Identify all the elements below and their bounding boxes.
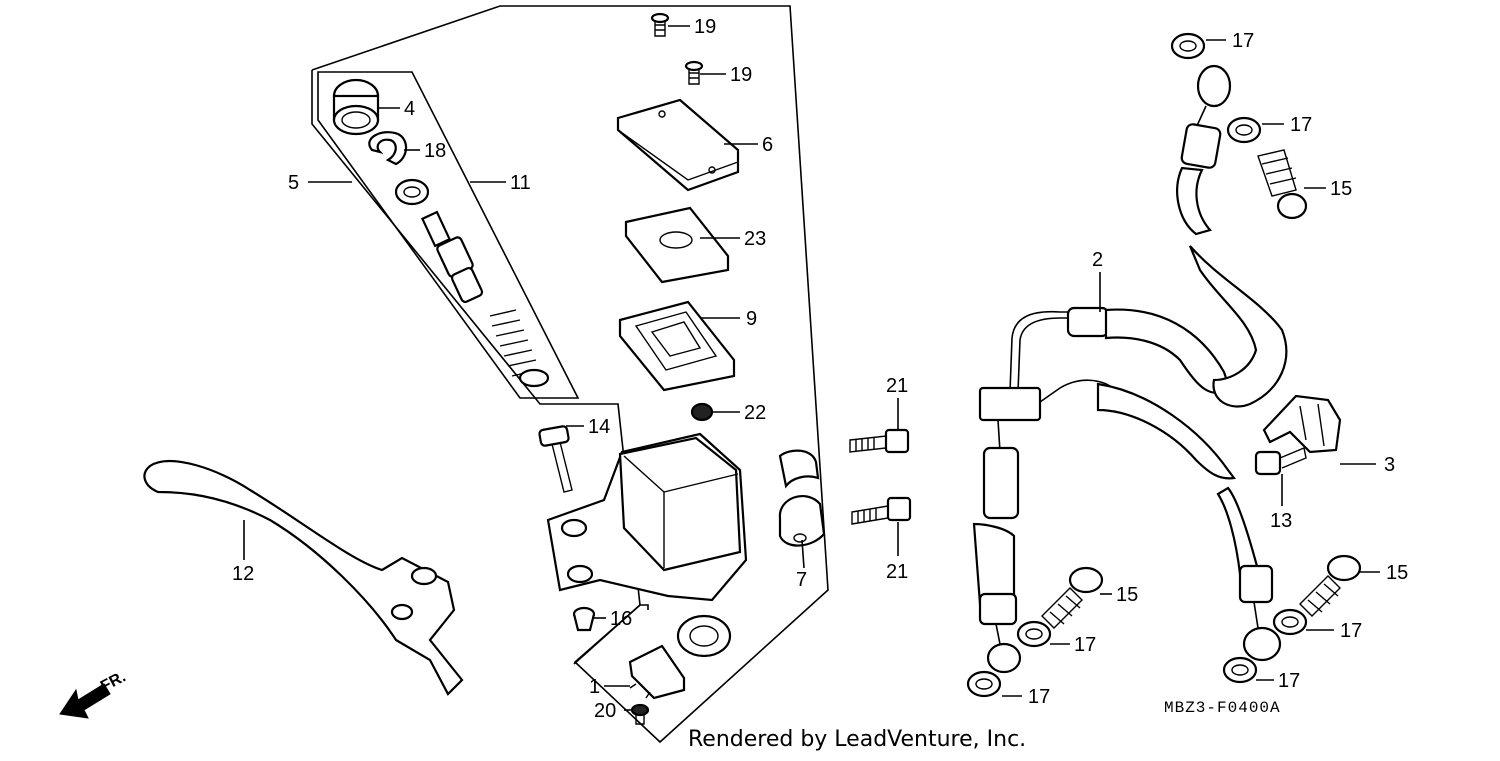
callout-5: 5: [288, 172, 299, 194]
rubber-cap-16-part[interactable]: [572, 606, 596, 632]
circlip-part[interactable]: [368, 131, 408, 166]
brake-lever-part[interactable]: [143, 459, 464, 696]
float-part[interactable]: [690, 402, 714, 422]
callout-21-upper: 21: [886, 375, 908, 397]
callout-15-upper: 15: [1330, 178, 1352, 200]
master-cylinder-group-outline: [311, 5, 829, 744]
leader-lines: [243, 25, 1380, 711]
reservoir-cap-part[interactable]: [616, 98, 740, 192]
brake-hose-upper-part[interactable]: [1176, 64, 1288, 408]
bolt-21-upper-part[interactable]: [849, 428, 910, 454]
screw-19-lower-part[interactable]: [684, 60, 704, 85]
banjo-bolt-15-right-part[interactable]: [1299, 554, 1362, 617]
callout-3: 3: [1384, 454, 1395, 476]
banjo-bolt-15-left-part[interactable]: [1041, 566, 1104, 629]
brake-pipe-2-part[interactable]: [978, 306, 1232, 520]
callout-19-upper: 19: [694, 16, 716, 38]
callout-6: 6: [762, 134, 773, 156]
clamp-holder-part[interactable]: [778, 449, 826, 547]
washer-17-a-part[interactable]: [1170, 32, 1206, 60]
callout-14: 14: [588, 416, 610, 438]
screw-19-upper-part[interactable]: [650, 12, 670, 37]
brake-hose-lower-right-part[interactable]: [1096, 382, 1282, 662]
callout-23: 23: [744, 228, 766, 250]
callout-15-left: 15: [1116, 584, 1138, 606]
bolt-21-lower-part[interactable]: [851, 496, 912, 525]
washer-17-c-part[interactable]: [1016, 620, 1052, 648]
washer-17-b-part[interactable]: [1226, 116, 1262, 144]
callout-17-c: 17: [1074, 634, 1096, 656]
callout-17-b: 17: [1290, 114, 1312, 136]
piston-boot-part[interactable]: [332, 78, 380, 136]
callout-9: 9: [746, 308, 757, 330]
washer-17-f-part[interactable]: [1222, 656, 1258, 684]
washer-17-d-part[interactable]: [966, 670, 1002, 698]
callout-17-f: 17: [1278, 670, 1300, 692]
callout-13: 13: [1270, 510, 1292, 532]
seal-ring-part[interactable]: [394, 178, 430, 206]
switch-group-outline: [573, 604, 649, 665]
stop-switch-part[interactable]: [628, 644, 686, 700]
brake-hose-lower-left-part[interactable]: [972, 522, 1022, 674]
callout-12: 12: [232, 563, 254, 585]
callout-7: 7: [796, 569, 807, 591]
callout-15-right: 15: [1386, 562, 1408, 584]
banjo-bolt-15-upper-part[interactable]: [1257, 149, 1308, 220]
callout-21-lower: 21: [886, 561, 908, 583]
callout-20: 20: [594, 700, 616, 722]
diagram-code: MBZ3-F0400A: [1164, 699, 1281, 717]
master-cylinder-body-part[interactable]: [546, 432, 748, 658]
callout-17-d: 17: [1028, 686, 1050, 708]
bolt-14-part[interactable]: [538, 425, 573, 493]
spring-part[interactable]: [489, 309, 550, 388]
callout-17-e: 17: [1340, 620, 1362, 642]
screw-20-part[interactable]: [630, 703, 650, 725]
washer-17-e-part[interactable]: [1272, 608, 1308, 636]
callout-1: 1: [589, 676, 600, 698]
diaphragm-part[interactable]: [618, 300, 736, 392]
callout-19-lower: 19: [730, 64, 752, 86]
piston-set-group-outline: [317, 71, 580, 399]
front-direction-arrow: FR.: [59, 668, 129, 719]
callout-17-a: 17: [1232, 30, 1254, 52]
callout-2: 2: [1092, 249, 1103, 271]
bolt-13-part[interactable]: [1254, 447, 1307, 476]
piston-part[interactable]: [420, 210, 484, 304]
render-credit: Rendered by LeadVenture, Inc.: [688, 727, 1026, 752]
callout-22: 22: [744, 402, 766, 424]
plate-part[interactable]: [624, 206, 730, 284]
callout-4: 4: [404, 98, 415, 120]
hose-clamp-3-part[interactable]: [1262, 394, 1342, 454]
callout-18: 18: [424, 140, 446, 162]
callout-labels: 1 2 3 4 5 6 7 9 11 12 13 14 15 15 15 16 …: [232, 16, 1408, 722]
callout-16: 16: [610, 608, 632, 630]
callout-11: 11: [510, 172, 531, 194]
